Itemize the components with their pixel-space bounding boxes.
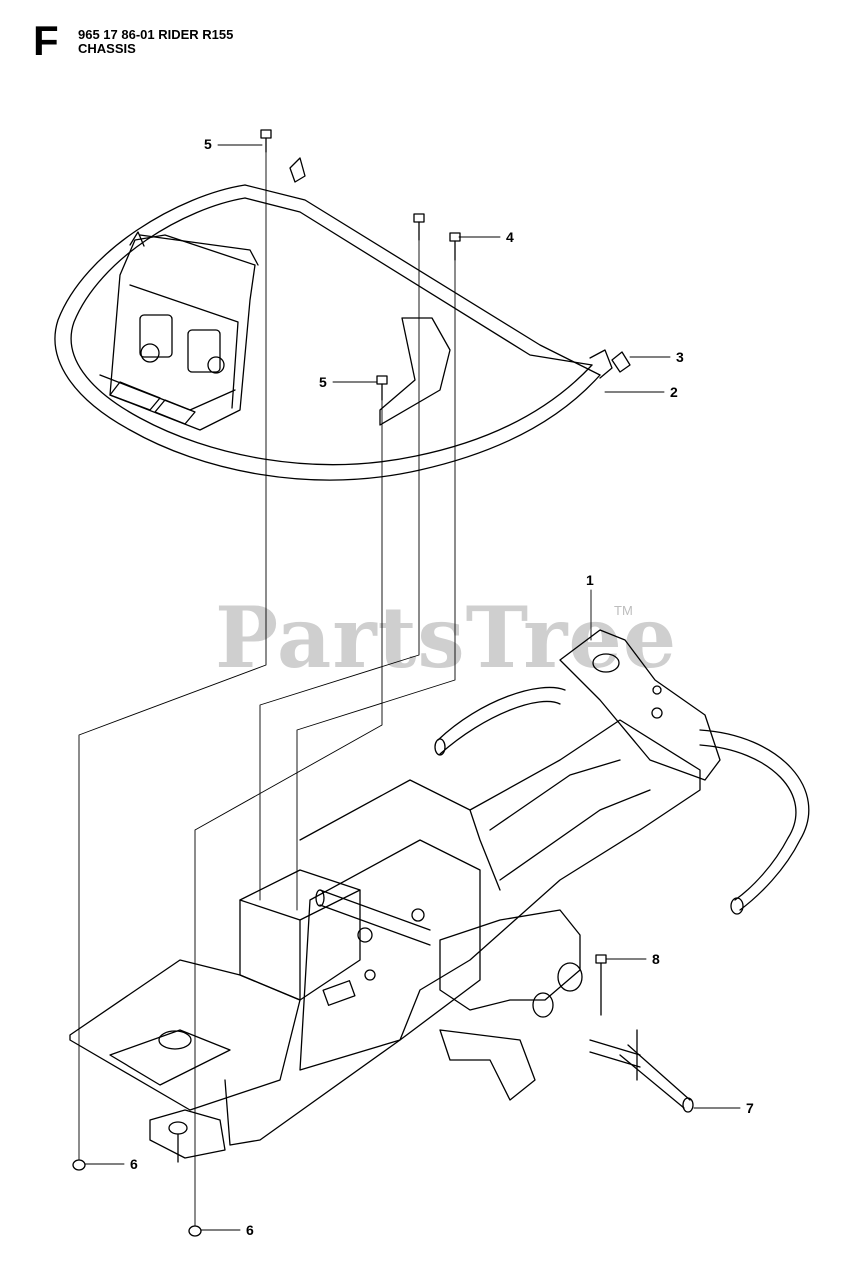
- callout-5-top[interactable]: 5: [204, 136, 212, 152]
- chassis-frame-part-1[interactable]: [69, 629, 810, 1163]
- seat-frame-part-2[interactable]: [54, 184, 613, 481]
- callout-8[interactable]: 8: [652, 951, 660, 967]
- bolt-part-5-mid[interactable]: [376, 375, 388, 401]
- assembly-lines: [78, 151, 456, 1227]
- callout-3[interactable]: 3: [676, 349, 684, 365]
- clip-part-3[interactable]: [289, 157, 631, 373]
- callout-6-left[interactable]: 6: [130, 1156, 138, 1172]
- bolt-part-4[interactable]: [413, 213, 461, 261]
- bolt-part-8[interactable]: [595, 954, 607, 1016]
- pin-part-7[interactable]: [619, 1029, 694, 1113]
- callout-leaders: [84, 144, 741, 1231]
- callout-4[interactable]: 4: [506, 229, 514, 245]
- callout-5-mid[interactable]: 5: [319, 374, 327, 390]
- callout-7[interactable]: 7: [746, 1100, 754, 1116]
- model-line: 965 17 86-01 RIDER R155: [78, 27, 234, 42]
- assembly-name: CHASSIS: [78, 41, 136, 56]
- callout-1[interactable]: 1: [586, 572, 594, 588]
- watermark-tm: TM: [614, 603, 633, 618]
- nut-part-6-left[interactable]: [72, 1159, 86, 1171]
- callout-2[interactable]: 2: [670, 384, 678, 400]
- section-letter: F: [33, 17, 59, 64]
- bolt-part-5-top[interactable]: [260, 129, 272, 153]
- nut-part-6-bottom[interactable]: [188, 1225, 202, 1237]
- callout-6-bottom[interactable]: 6: [246, 1222, 254, 1238]
- diagram-title: 965 17 86-01 RIDER R155 CHASSIS: [78, 28, 233, 56]
